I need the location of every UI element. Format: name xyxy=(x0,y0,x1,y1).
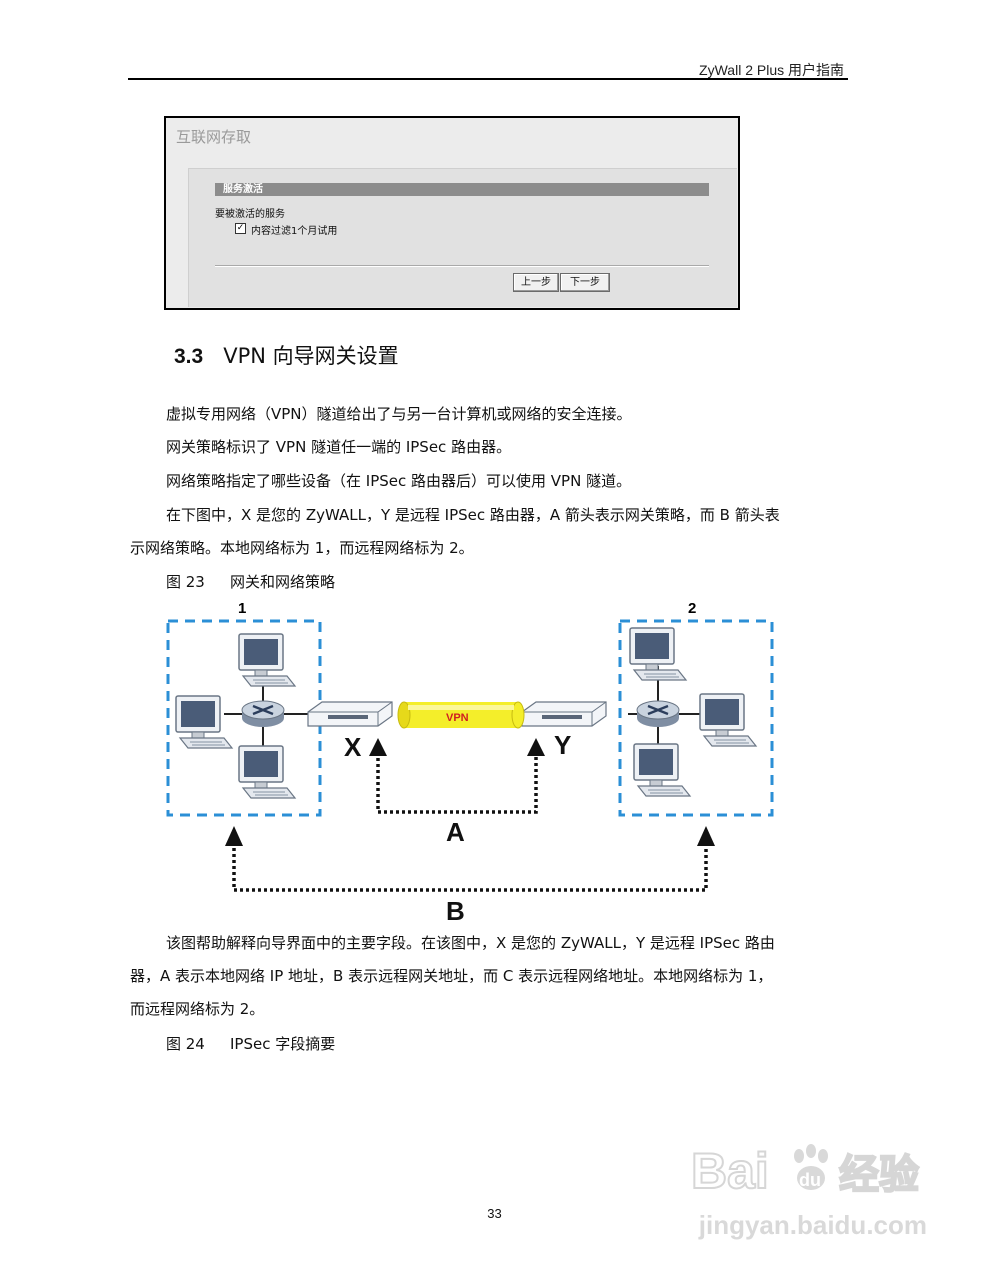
paragraph-gateway-policy: 网关策略标识了 VPN 隧道任一端的 IPSec 路由器。 xyxy=(166,438,512,456)
svg-text:经验: 经验 xyxy=(839,1152,919,1198)
content-filter-label: 内容过滤1个月试用 xyxy=(251,226,338,237)
paragraph-network-policy: 网络策略指定了哪些设备（在 IPSec 路由器后）可以使用 VPN 隧道。 xyxy=(166,472,632,490)
header-rule xyxy=(128,78,848,80)
remote-hub-icon xyxy=(635,699,681,729)
arrow-a-right-head xyxy=(527,738,545,756)
service-activation-panel: 服务激活 要被激活的服务 ✓ 内容过滤1个月试用 上一步 下一步 xyxy=(188,168,737,307)
paragraph-figure-explain-line1: 在下图中，X 是您的 ZyWALL，Y 是远程 IPSec 路由器，A 箭头表示… xyxy=(166,506,780,524)
figure-23-caption: 图 23 网关和网络策略 xyxy=(166,571,335,592)
section-heading: 3.3 VPN 向导网关设置 xyxy=(174,340,399,370)
running-header: ZyWall 2 Plus 用户指南 xyxy=(699,62,844,78)
local-network-label: 1 xyxy=(238,600,246,617)
baidu-jingyan-watermark-logo: Bai du 经验 xyxy=(691,1142,920,1198)
arrow-b-label: B xyxy=(446,896,465,926)
local-pc-bottom-icon xyxy=(238,745,296,799)
local-hub-icon xyxy=(240,699,286,729)
prev-button[interactable]: 上一步 xyxy=(513,273,559,292)
section-title: VPN 向导网关设置 xyxy=(223,344,399,368)
watermark-url: jingyan.baidu.com xyxy=(698,1210,927,1240)
screenshot-title: 互联网存取 xyxy=(176,128,252,146)
figure-23-number: 图 23 xyxy=(166,573,205,591)
service-activation-bar: 服务激活 xyxy=(215,183,709,196)
figure-24-number: 图 24 xyxy=(166,1035,205,1053)
arrow-b-left-head xyxy=(225,826,243,846)
vpn-tunnel xyxy=(397,701,525,729)
paragraph-figure-explain-line2: 示网络策略。本地网络标为 1，而远程网络标为 2。 xyxy=(130,539,474,557)
paragraph-wizard-line1: 该图帮助解释向导界面中的主要字段。在该图中，X 是您的 ZyWALL，Y 是远程… xyxy=(166,934,775,952)
paragraph-vpn-intro: 虚拟专用网络（VPN）隧道给出了与另一台计算机或网络的安全连接。 xyxy=(166,405,632,423)
arrow-a-path xyxy=(376,752,538,814)
router-y-icon xyxy=(521,701,607,727)
next-button[interactable]: 下一步 xyxy=(560,273,610,292)
local-pc-top-icon xyxy=(238,633,296,687)
gateway-network-policy-diagram: 1 2 VPN X Y A B xyxy=(166,600,774,926)
figure-24-title: IPSec 字段摘要 xyxy=(230,1035,336,1053)
remote-network-box xyxy=(618,619,774,817)
internet-access-screenshot: 互联网存取 服务激活 要被激活的服务 ✓ 内容过滤1个月试用 上一步 下一步 xyxy=(164,116,740,310)
content-filter-checkbox[interactable]: ✓ xyxy=(235,223,246,234)
local-network-box xyxy=(166,619,322,817)
vpn-tunnel-label: VPN xyxy=(446,712,469,724)
figure-24-caption: 图 24 IPSec 字段摘要 xyxy=(166,1033,335,1054)
paragraph-wizard-line3: 而远程网络标为 2。 xyxy=(130,1000,265,1018)
arrow-a-left-head xyxy=(369,738,387,756)
arrow-a-label: A xyxy=(446,817,465,847)
local-pc-left-icon xyxy=(175,695,233,749)
remote-pc-top-icon xyxy=(629,627,687,681)
remote-pc-bottom-icon xyxy=(633,743,691,797)
services-label: 要被激活的服务 xyxy=(215,209,285,220)
router-y-label: Y xyxy=(554,730,571,760)
page-number: 33 xyxy=(487,1206,502,1221)
figure-23-title: 网关和网络策略 xyxy=(230,573,336,591)
arrow-b-right-head xyxy=(697,826,715,846)
router-x-icon xyxy=(307,701,393,727)
svg-text:du: du xyxy=(799,1170,821,1190)
remote-pc-right-icon xyxy=(699,693,757,747)
remote-network-label: 2 xyxy=(688,600,696,617)
paragraph-wizard-line2: 器，A 表示本地网络 IP 地址，B 表示远程网关地址，而 C 表示远程网络地址… xyxy=(130,967,773,985)
svg-text:Bai: Bai xyxy=(691,1143,769,1198)
section-number: 3.3 xyxy=(174,345,204,368)
arrow-b-path xyxy=(232,842,708,892)
panel-separator xyxy=(215,265,709,267)
router-x-label: X xyxy=(344,732,362,762)
